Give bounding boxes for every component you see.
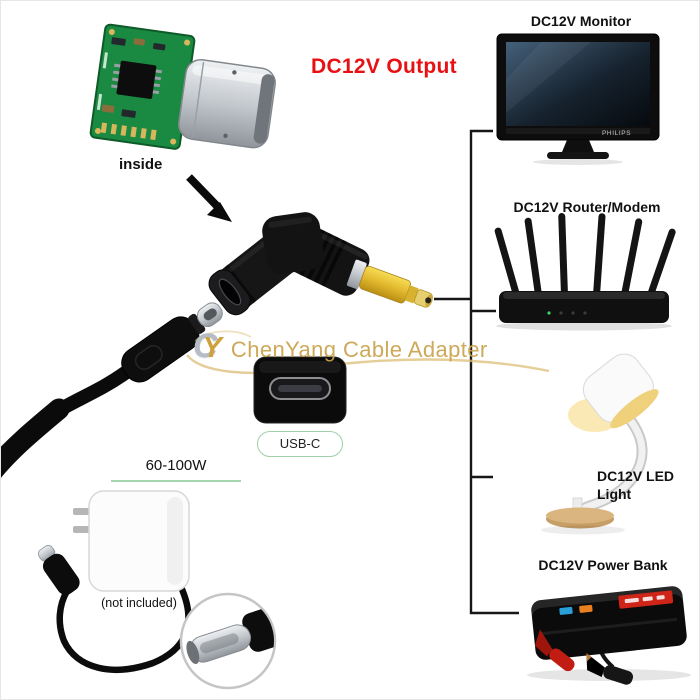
usb-shell-graphic — [178, 59, 276, 149]
led-light-label-line2: Light — [597, 486, 632, 502]
monitor-label: DC12V Monitor — [530, 13, 632, 29]
watermark-logo-c: C — [193, 327, 218, 365]
charger-graphic — [37, 490, 192, 673]
powerbank-graphic — [527, 586, 691, 685]
inside-label: inside — [119, 156, 163, 173]
watermark: C Y ChenYang Cable Adapter — [193, 327, 488, 366]
power-bank-label: DC12V Power Bank — [538, 557, 668, 573]
router-graphic — [494, 213, 676, 331]
adapter-graphic — [208, 212, 433, 316]
wattage-label: 60-100W — [145, 457, 207, 474]
cable-graphic — [1, 366, 132, 478]
usbc-plug-graphic — [121, 302, 223, 383]
watermark-text: ChenYang Cable Adapter — [230, 337, 488, 362]
port-photo-graphic — [253, 356, 347, 424]
pcb-graphic — [89, 23, 196, 150]
dc12v-output-label: DC12V Output — [311, 55, 457, 78]
magnifier-graphic — [179, 592, 277, 690]
monitor-brand-label: PHILIPS — [602, 130, 632, 137]
monitor-graphic — [496, 33, 660, 165]
bracket-lines — [434, 129, 519, 615]
arrow-icon — [186, 174, 232, 222]
lamp-graphic — [541, 353, 659, 535]
led-light-label: DC12V LED Light — [597, 467, 674, 503]
wattage-underline — [111, 480, 241, 482]
led-light-label-line1: DC12V LED — [597, 468, 675, 484]
watermark-logo-y: Y — [202, 332, 222, 364]
usb-c-port-label: USB-C — [257, 431, 343, 457]
router-label: DC12V Router/Modem — [513, 199, 661, 215]
not-included-label: (not included) — [101, 596, 177, 610]
